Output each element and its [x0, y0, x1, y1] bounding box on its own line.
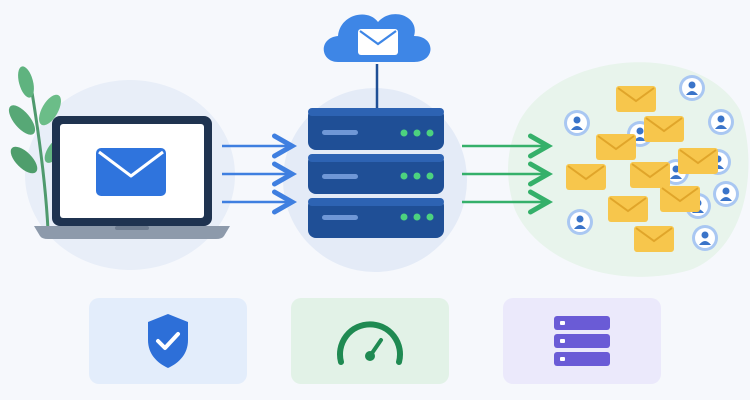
speed-feature-card: [291, 298, 449, 384]
storage-feature-card: [503, 298, 661, 384]
speedometer-icon: [337, 321, 403, 365]
server-unit: [308, 108, 444, 150]
user-avatar-icon: [692, 225, 718, 251]
envelope-icon: [616, 86, 656, 112]
user-avatar-icon: [708, 109, 734, 135]
server-stack-icon: [554, 316, 610, 366]
user-avatar-icon: [679, 75, 705, 101]
envelope-icon: [608, 196, 648, 222]
recipients-cluster: [564, 75, 739, 252]
user-avatar-icon: [564, 110, 590, 136]
user-avatar-icon: [713, 181, 739, 207]
server-unit: [308, 198, 444, 238]
envelope-icon: [678, 148, 718, 174]
envelope-icon: [644, 116, 684, 142]
server-unit: [308, 154, 444, 194]
shield-check-icon: [148, 314, 188, 368]
delivery-arrows: [462, 146, 548, 202]
envelope-icon: [566, 164, 606, 190]
outgoing-arrows: [222, 146, 292, 202]
envelope-icon: [634, 226, 674, 252]
cloud-envelope-icon: [358, 29, 398, 55]
security-feature-card: [89, 298, 247, 384]
envelope-icon: [630, 162, 670, 188]
envelope-icon: [660, 186, 700, 212]
envelope-icon: [596, 134, 636, 160]
envelope-icon: [96, 148, 166, 196]
user-avatar-icon: [567, 209, 593, 235]
server-rack: [308, 108, 444, 238]
